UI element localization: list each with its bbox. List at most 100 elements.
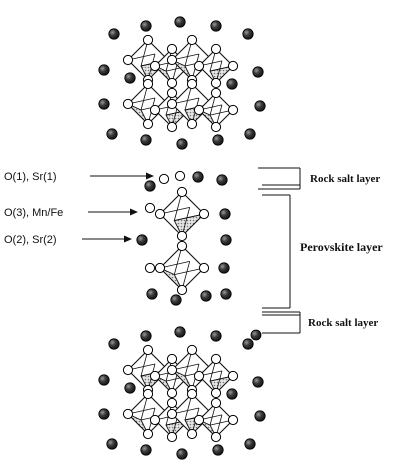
svg-text:O(2), Sr(2): O(2), Sr(2) <box>4 234 57 246</box>
o-atom <box>227 60 239 72</box>
o-atom <box>154 262 166 274</box>
sr-atom <box>252 66 264 78</box>
svg-text:O(1), Sr(1): O(1), Sr(1) <box>4 171 57 183</box>
sr-atom <box>252 376 264 388</box>
sr-atom <box>136 234 148 246</box>
label-o3-mnfe: O(3), Mn/Fe <box>4 207 138 219</box>
o-atom <box>158 173 170 185</box>
sr-atom <box>106 128 118 140</box>
crystal-block-bottom <box>98 326 266 460</box>
o-atom <box>166 77 178 89</box>
octahedron-face <box>154 375 173 394</box>
sr-atom <box>210 20 222 32</box>
sr-atom <box>216 174 228 186</box>
o-atom <box>198 208 210 220</box>
octahedron-face <box>198 419 217 438</box>
label-rock-salt-top: Rock salt layer <box>310 173 380 185</box>
sr-atom <box>144 180 156 192</box>
bracket-perovskite <box>262 194 291 309</box>
svg-text:O(3), Mn/Fe: O(3), Mn/Fe <box>4 207 63 219</box>
sr-atom <box>124 72 136 84</box>
label-o2-sr2: O(2), Sr(2) <box>4 234 132 246</box>
o-atom <box>210 397 222 409</box>
o-atom <box>144 262 156 274</box>
sr-atom <box>220 288 232 300</box>
o-atom <box>142 118 154 130</box>
sr-atom <box>146 288 158 300</box>
sr-atom <box>106 438 118 450</box>
o-atom <box>174 170 186 182</box>
octahedron-face <box>171 59 193 81</box>
o-atom <box>149 60 161 72</box>
o-atom <box>149 414 161 426</box>
sr-atom <box>140 20 152 32</box>
o-atom <box>176 240 188 252</box>
o-atom <box>227 370 239 382</box>
sr-atom <box>170 294 182 306</box>
sr-atom <box>98 374 110 386</box>
o-atom <box>166 353 178 365</box>
o-atom <box>186 428 198 440</box>
o-atom <box>122 54 134 66</box>
sr-atom <box>244 128 256 140</box>
o-atom <box>186 78 198 90</box>
octahedron-face <box>127 103 149 125</box>
o-atom <box>176 284 188 296</box>
sr-atom <box>254 410 266 422</box>
sr-atom <box>98 64 110 76</box>
sr-atom <box>174 326 186 338</box>
octahedron-face <box>198 109 217 128</box>
sr-atom <box>200 290 212 302</box>
sr-atom <box>226 78 238 90</box>
o-atom <box>166 431 178 443</box>
o-atom <box>166 387 178 399</box>
o-atom <box>210 121 222 133</box>
o-atom <box>193 414 205 426</box>
o-atom <box>166 43 178 55</box>
o-atom <box>142 344 154 356</box>
sr-atom <box>174 16 186 28</box>
o-atom <box>176 186 188 198</box>
o-atom <box>122 408 134 420</box>
o-atom <box>193 60 205 72</box>
o-atom <box>227 414 239 426</box>
o-atom <box>154 208 166 220</box>
sr-atom <box>108 28 120 40</box>
sr-atom <box>124 382 136 394</box>
sr-atom <box>226 388 238 400</box>
bracket-rock-salt-bottom <box>262 311 301 334</box>
label-perovskite: Perovskite layer <box>300 240 383 254</box>
sr-atom <box>140 134 152 146</box>
crystal-block-perovskite <box>136 170 232 306</box>
o-atom <box>142 388 154 400</box>
o-atom <box>186 34 198 46</box>
octahedron-face <box>171 369 193 391</box>
o-atom <box>122 98 134 110</box>
sr-atom <box>98 408 110 420</box>
o-atom <box>210 431 222 443</box>
sr-atom <box>242 28 254 40</box>
sr-atom <box>212 134 224 146</box>
sr-atom <box>140 330 152 342</box>
o-atom <box>166 98 178 110</box>
o-atom <box>186 344 198 356</box>
sr-atom <box>192 171 204 183</box>
o-atom <box>166 397 178 409</box>
o-atom <box>166 87 178 99</box>
o-atom <box>210 387 222 399</box>
o-atom <box>210 353 222 365</box>
sr-atom <box>244 438 256 450</box>
o-atom <box>122 364 134 376</box>
sr-atom <box>140 444 152 456</box>
o-atom <box>176 230 188 242</box>
o-atom <box>166 364 178 376</box>
o-atom <box>166 54 178 66</box>
octahedron <box>159 245 205 291</box>
o-atom <box>210 43 222 55</box>
o-atom <box>193 370 205 382</box>
sr-atom <box>108 338 120 350</box>
o-atom <box>227 104 239 116</box>
octahedron-face <box>154 65 173 84</box>
label-rock-salt-bottom: Rock salt layer <box>308 317 378 329</box>
o-atom <box>198 262 210 274</box>
